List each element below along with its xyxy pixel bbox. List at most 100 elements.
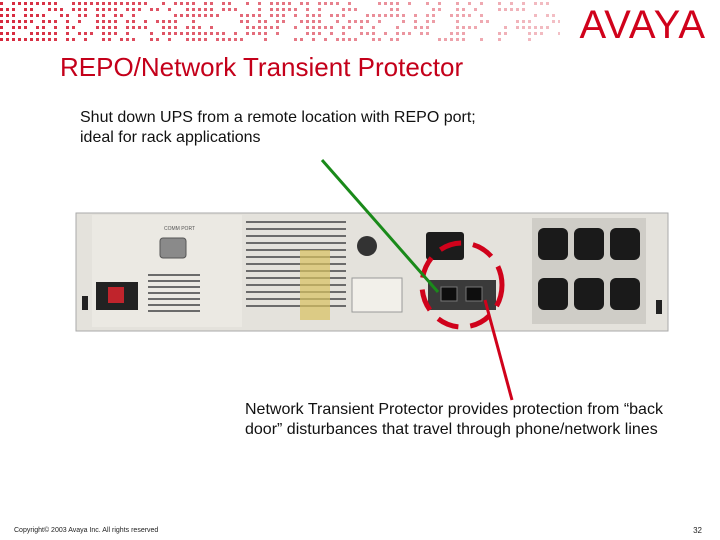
header-dot bbox=[432, 20, 435, 23]
header-dot bbox=[498, 32, 501, 35]
header-dot bbox=[396, 38, 399, 41]
header-dot bbox=[312, 32, 315, 35]
header-dot bbox=[432, 14, 435, 17]
header-dot bbox=[450, 38, 453, 41]
header-dot bbox=[282, 8, 285, 11]
header-dot bbox=[108, 32, 111, 35]
header-dot bbox=[234, 32, 237, 35]
small-switch-left bbox=[82, 296, 88, 310]
header-dot bbox=[96, 2, 99, 5]
header-dot bbox=[192, 26, 195, 29]
header-dot bbox=[240, 20, 243, 23]
header-dot bbox=[114, 2, 117, 5]
header-dot bbox=[468, 2, 471, 5]
header-dot bbox=[246, 26, 249, 29]
header-dot bbox=[54, 32, 57, 35]
rj-port-1 bbox=[440, 286, 458, 302]
header-dot bbox=[192, 38, 195, 41]
header-dot bbox=[342, 26, 345, 29]
header-dot bbox=[504, 32, 507, 35]
header-dot bbox=[516, 8, 519, 11]
header-dot bbox=[216, 14, 219, 17]
repo-arrow bbox=[320, 159, 440, 293]
header-dot bbox=[450, 14, 453, 17]
header-dot bbox=[186, 32, 189, 35]
header-dot bbox=[294, 38, 297, 41]
header-dot bbox=[264, 38, 267, 41]
header-dot bbox=[210, 32, 213, 35]
header-dot bbox=[408, 32, 411, 35]
header-dot bbox=[306, 20, 309, 23]
header-dot bbox=[84, 2, 87, 5]
header-dot bbox=[72, 8, 75, 11]
header-dot bbox=[36, 32, 39, 35]
header-dot bbox=[312, 38, 315, 41]
header-dot bbox=[204, 8, 207, 11]
header-dot bbox=[276, 26, 279, 29]
header-dot bbox=[186, 26, 189, 29]
header-dot bbox=[456, 14, 459, 17]
header-dot bbox=[240, 38, 243, 41]
header-dot bbox=[0, 26, 3, 29]
header-dot bbox=[498, 8, 501, 11]
header-dot bbox=[546, 26, 549, 29]
header-dot bbox=[288, 2, 291, 5]
header-dot bbox=[336, 14, 339, 17]
header-dot bbox=[558, 32, 560, 35]
header-dot bbox=[144, 26, 147, 29]
header-dot bbox=[234, 8, 237, 11]
header-dot bbox=[150, 38, 153, 41]
slide-title: REPO/Network Transient Protector bbox=[60, 52, 464, 82]
header-dot bbox=[204, 14, 207, 17]
header-dot bbox=[372, 32, 375, 35]
header-dot bbox=[330, 32, 333, 35]
header-dot bbox=[438, 2, 441, 5]
header-dot bbox=[390, 14, 393, 17]
header-dot bbox=[372, 38, 375, 41]
small-switch-right bbox=[656, 300, 662, 314]
header-dot bbox=[120, 2, 123, 5]
header-dot bbox=[156, 20, 159, 23]
repo-note: Shut down UPS from a remote location wit… bbox=[80, 109, 476, 146]
header-dot bbox=[288, 8, 291, 11]
header-dot bbox=[198, 38, 201, 41]
header-dot bbox=[0, 8, 3, 11]
header-dot bbox=[438, 8, 441, 11]
header-dot bbox=[546, 2, 549, 5]
header-dot bbox=[36, 38, 39, 41]
header-dot bbox=[414, 14, 417, 17]
header-dot bbox=[498, 38, 501, 41]
header-dot bbox=[420, 32, 423, 35]
header-dot bbox=[12, 14, 15, 17]
header-dot bbox=[330, 14, 333, 17]
header-dot bbox=[180, 2, 183, 5]
header-dot bbox=[336, 2, 339, 5]
header-dot bbox=[138, 26, 141, 29]
header-dot bbox=[108, 38, 111, 41]
header-dot bbox=[378, 2, 381, 5]
header-dot bbox=[132, 38, 135, 41]
header-dot bbox=[54, 38, 57, 41]
header-dot bbox=[126, 32, 129, 35]
header-dot bbox=[312, 26, 315, 29]
header-dot bbox=[162, 26, 165, 29]
header-dot bbox=[378, 38, 381, 41]
header-dot bbox=[270, 26, 273, 29]
header-dot bbox=[420, 26, 423, 29]
header-dot bbox=[426, 14, 429, 17]
header-dot bbox=[306, 26, 309, 29]
header-dot bbox=[0, 38, 3, 41]
header-dot bbox=[174, 20, 177, 23]
header-dot bbox=[534, 2, 537, 5]
header-dot bbox=[108, 26, 111, 29]
header-dot bbox=[6, 14, 9, 17]
header-dot bbox=[390, 8, 393, 11]
header-dot bbox=[444, 38, 447, 41]
header-dot bbox=[180, 32, 183, 35]
highlight-circle bbox=[419, 240, 505, 330]
header-dot bbox=[36, 14, 39, 17]
header-dot bbox=[462, 26, 465, 29]
header-dot bbox=[294, 8, 297, 11]
header-dot bbox=[378, 14, 381, 17]
header-dot bbox=[258, 20, 261, 23]
